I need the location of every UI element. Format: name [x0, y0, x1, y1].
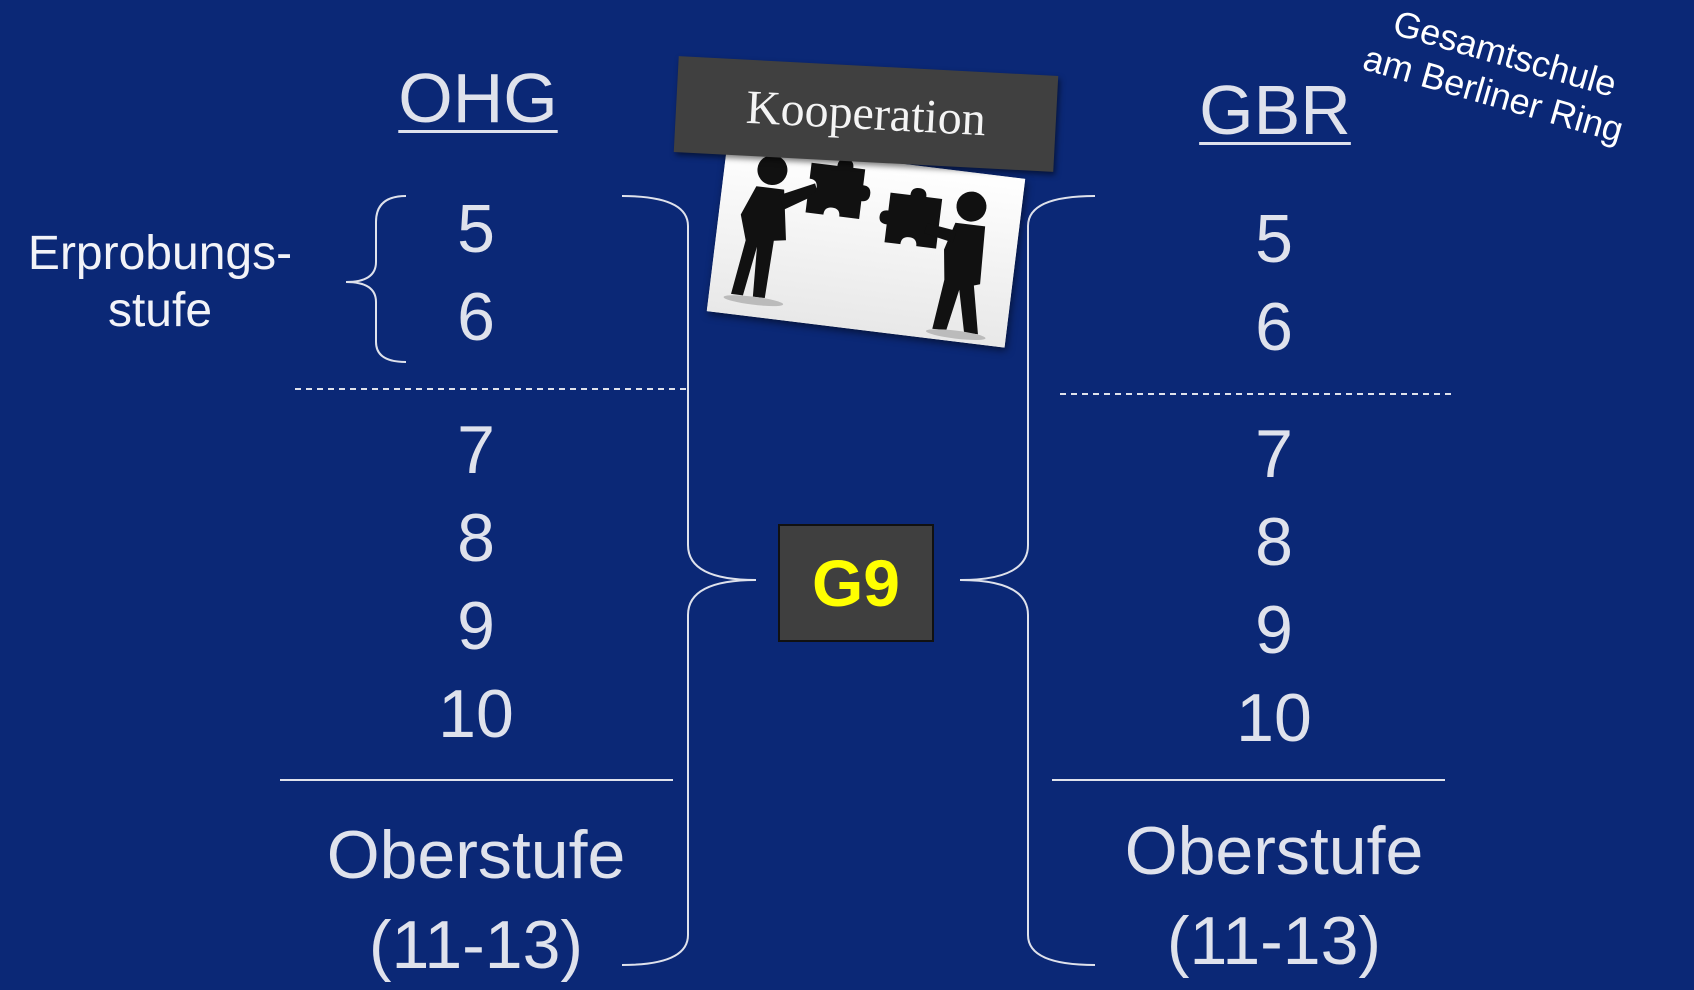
gbr-grade-lower-list: 5 6: [1174, 195, 1374, 371]
ohg-oberstufe-label: Oberstufe: [326, 817, 626, 893]
ohg-title: OHG: [398, 59, 558, 137]
gbr-oberstufe: Oberstufe (11-13): [1064, 806, 1484, 986]
cooperation-illustration: [706, 142, 1026, 348]
cooperation-label: Kooperation: [744, 80, 988, 147]
erprobungsstufe-line2: stufe: [107, 284, 213, 337]
ohg-oberstufe: Oberstufe (11-13): [266, 810, 686, 990]
gbr-oberstufe-range: (11-13): [1166, 903, 1382, 979]
gbr-grade-6: 6: [1255, 289, 1293, 365]
ohg-grade-10: 10: [438, 676, 514, 752]
g9-box: G9: [778, 524, 934, 642]
g9-label: G9: [811, 546, 901, 620]
gbr-brace: [959, 195, 1096, 966]
ohg-grade-9: 9: [457, 588, 495, 664]
gbr-grade-10: 10: [1236, 680, 1312, 756]
ohg-grade-lower-list: 5 6: [376, 185, 576, 361]
gbr-grade-9: 9: [1255, 592, 1293, 668]
ohg-grade-upper-list: 7 8 9 10: [376, 406, 576, 758]
ohg-grade-7: 7: [457, 412, 495, 488]
gbr-grade-7: 7: [1255, 416, 1293, 492]
gbr-grade-5: 5: [1255, 201, 1293, 277]
ohg-oberstufe-range: (11-13): [368, 907, 584, 983]
ohg-grade-6: 6: [457, 279, 495, 355]
ohg-grade-5: 5: [457, 191, 495, 267]
ohg-brace: [621, 195, 757, 966]
ohg-grade-8: 8: [457, 500, 495, 576]
gbr-oberstufe-label: Oberstufe: [1124, 813, 1424, 889]
erprobungsstufe-line1: Erprobungs-: [27, 227, 293, 280]
gbr-title: GBR: [1199, 71, 1351, 149]
gbr-grade-upper-list: 7 8 9 10: [1174, 410, 1374, 762]
gbr-grade-8: 8: [1255, 504, 1293, 580]
puzzle-people-icon: [706, 142, 1026, 348]
cooperation-banner: Kooperation: [673, 56, 1059, 172]
erprobungsstufe-label: Erprobungs- stufe: [0, 225, 320, 339]
erprobungsstufe-brace: [345, 195, 407, 363]
